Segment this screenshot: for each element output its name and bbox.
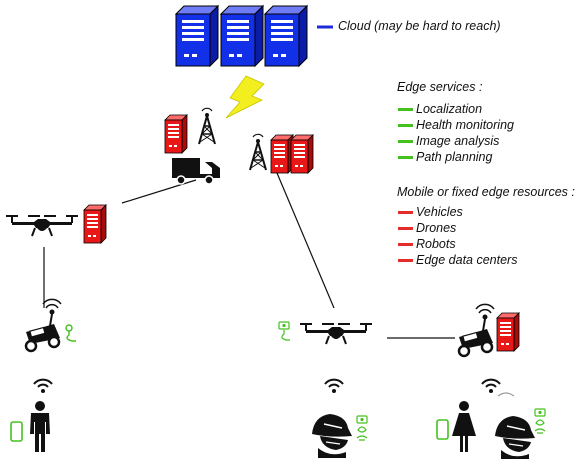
drone-middle bbox=[278, 321, 373, 345]
red-dash-icon bbox=[398, 258, 413, 262]
edge-resource-item: Vehicles bbox=[398, 205, 463, 219]
red-dash-icon bbox=[398, 226, 413, 230]
edge-vehicle-hub bbox=[164, 107, 220, 185]
firefighter-middle bbox=[311, 413, 368, 459]
edge-service-item: Health monitoring bbox=[398, 118, 514, 132]
edge-service-item: Image analysis bbox=[398, 134, 499, 148]
cloud-label: Cloud (may be hard to reach) bbox=[338, 19, 501, 33]
green-dash-icon bbox=[398, 139, 413, 143]
connection-lines bbox=[43, 172, 455, 339]
wifi-icon bbox=[324, 378, 344, 394]
edge-service-item: Localization bbox=[398, 102, 482, 116]
people-group-right bbox=[436, 392, 546, 461]
edge-tower-datacenter bbox=[249, 133, 314, 174]
person-with-phone bbox=[10, 401, 50, 452]
robot-with-server bbox=[457, 303, 520, 358]
edge-services-title: Edge services : bbox=[397, 80, 483, 94]
edge-resource-item: Edge data centers bbox=[398, 253, 517, 267]
wifi-icon bbox=[33, 378, 53, 394]
wifi-icon bbox=[481, 378, 501, 394]
red-dash-icon bbox=[398, 210, 413, 214]
green-dash-icon bbox=[398, 107, 413, 111]
green-dash-icon bbox=[398, 155, 413, 159]
robot-left bbox=[24, 298, 76, 353]
drone-with-server bbox=[5, 204, 107, 244]
green-dash-icon bbox=[398, 123, 413, 127]
edge-resources-title: Mobile or fixed edge resources : bbox=[397, 185, 575, 199]
edge-resource-item: Drones bbox=[398, 221, 456, 235]
camera-sensor-icon bbox=[278, 321, 290, 341]
edge-service-item: Path planning bbox=[398, 150, 492, 164]
truck-icon bbox=[172, 158, 220, 178]
gps-sensor-icon bbox=[65, 324, 76, 342]
edge-resource-item: Robots bbox=[398, 237, 456, 251]
lightning-icon bbox=[225, 75, 265, 119]
cloud-servers bbox=[175, 5, 308, 67]
red-dash-icon bbox=[398, 242, 413, 246]
